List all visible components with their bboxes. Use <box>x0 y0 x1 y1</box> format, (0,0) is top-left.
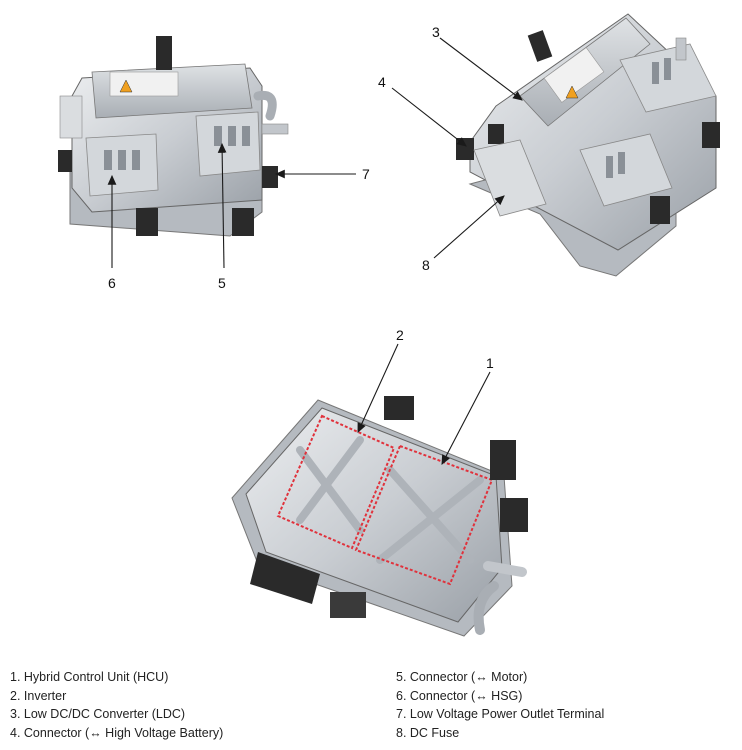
callout-6: 6 <box>108 275 116 291</box>
legend-item-7: 7. Low Voltage Power Outlet Terminal <box>396 707 605 722</box>
top-port <box>527 30 553 62</box>
connector-plug <box>500 498 528 532</box>
connector-plug <box>250 552 320 604</box>
callout-7: 7 <box>362 166 370 182</box>
connector-plug <box>488 124 504 144</box>
coolant-pipe <box>253 90 277 121</box>
connector-plug <box>490 440 516 480</box>
callout-4: 4 <box>378 74 386 90</box>
terminal-stud <box>214 126 222 146</box>
warning-label <box>543 47 605 103</box>
legend-item-5: 5. Connector (↔ Motor) <box>396 670 528 684</box>
terminal-stud <box>118 150 126 170</box>
lid-rib <box>296 446 364 534</box>
legend-column-right: 5. Connector (↔ Motor) 6. Connector (↔ H… <box>396 668 604 742</box>
leader-line-1 <box>441 371 491 465</box>
connector-plug <box>650 196 670 224</box>
callout-8: 8 <box>422 257 430 273</box>
terminal-stud <box>132 150 140 170</box>
callout-3: 3 <box>432 24 440 40</box>
unit-view-top-right <box>456 13 720 277</box>
warning-triangle-icon <box>565 85 579 99</box>
lid-rib <box>296 436 364 524</box>
connector-plug <box>232 208 254 236</box>
terminal-stud <box>242 126 250 146</box>
leader-line-3 <box>439 37 523 101</box>
legend-item-3: 3. Low DC/DC Converter (LDC) <box>10 707 186 722</box>
hcu-highlight-outline <box>354 444 494 586</box>
unit-view-bottom <box>231 396 528 637</box>
warning-label <box>109 71 179 97</box>
coolant-pipe <box>473 581 499 635</box>
connector-plug <box>702 122 720 148</box>
connector-plug <box>384 396 414 420</box>
leader-line-2 <box>357 343 399 434</box>
top-port <box>156 36 172 70</box>
pipe-stub <box>675 37 687 61</box>
side-connector-block <box>59 95 83 139</box>
coolant-pipe <box>483 561 527 577</box>
terminal-stud <box>652 62 659 84</box>
connector-plug <box>330 592 366 618</box>
legend-item-4: 4. Connector (↔ High Voltage Battery) <box>10 725 224 740</box>
legend-item-2: 2. Inverter <box>10 688 67 703</box>
callout-2: 2 <box>396 327 404 343</box>
terminal-stud <box>104 150 112 170</box>
lid-rib <box>376 476 484 564</box>
legend-column-left: 1. Hybrid Control Unit (HCU) 2. Inverter… <box>10 668 223 742</box>
inverter-highlight-outline <box>276 414 396 550</box>
terminal-cover <box>579 133 673 207</box>
terminal-stud <box>606 156 613 178</box>
connector-plug <box>58 150 72 172</box>
terminal-stud <box>664 58 671 80</box>
unit-view-top-left <box>58 36 289 237</box>
legend-item-6: 6. Connector (↔ HSG) <box>396 688 523 703</box>
pipe-stub <box>261 123 289 135</box>
connector-plug <box>262 166 278 188</box>
leader-line-4 <box>391 87 467 147</box>
terminal-stud <box>618 152 625 174</box>
connector-plug <box>456 138 474 160</box>
leader-line-5 <box>217 142 227 269</box>
callout-1: 1 <box>486 355 494 371</box>
terminal-stud <box>228 126 236 146</box>
connector-plug <box>136 208 158 236</box>
warning-triangle-icon <box>119 79 133 93</box>
component-legend: 1. Hybrid Control Unit (HCU) 2. Inverter… <box>0 668 742 748</box>
legend-item-8: 8. DC Fuse <box>396 725 460 740</box>
leader-line-8 <box>433 195 505 259</box>
dc-fuse-block <box>473 139 547 217</box>
legend-item-1: 1. Hybrid Control Unit (HCU) <box>10 670 169 684</box>
callout-5: 5 <box>218 275 226 291</box>
